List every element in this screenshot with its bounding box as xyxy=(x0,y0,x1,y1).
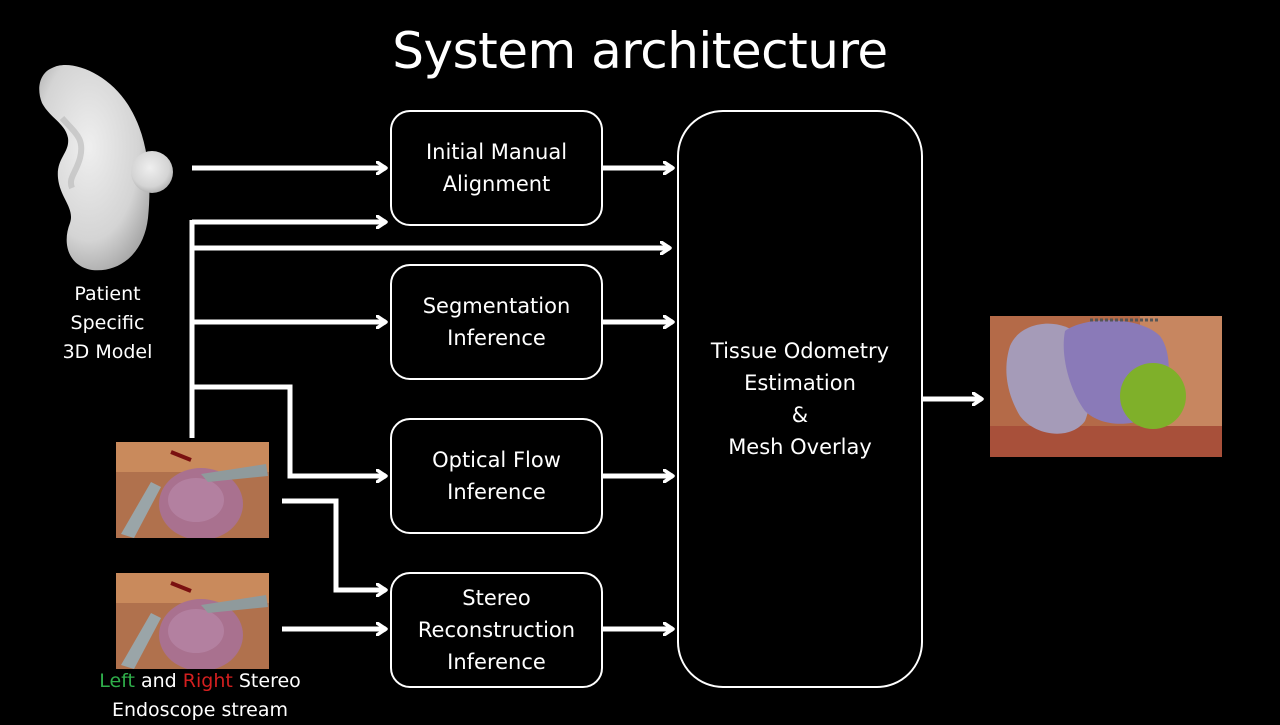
kidney-3d-model-icon xyxy=(39,64,173,271)
segmentation-box: Segmentation Inference xyxy=(390,264,603,380)
stereo-caption: Left and Right Stereo Endoscope stream xyxy=(99,670,301,721)
stereo-box: Stereo Reconstruction Inference xyxy=(390,572,603,688)
arrow-left-to-optical-flow xyxy=(192,384,386,476)
page-title: System architecture xyxy=(392,22,888,80)
left-endoscope-frame xyxy=(116,442,269,538)
right-label: Right xyxy=(182,670,233,692)
output-overlay-frame xyxy=(990,316,1222,457)
model-caption: Patient Specific 3D Model xyxy=(62,283,153,363)
alignment-box: Initial Manual Alignment xyxy=(390,110,603,226)
arrow-left-to-stereo xyxy=(282,498,386,590)
right-endoscope-frame xyxy=(116,573,269,669)
left-label: Left xyxy=(99,670,135,692)
optical-flow-box: Optical Flow Inference xyxy=(390,418,603,534)
core-box: Tissue Odometry Estimation & Mesh Overla… xyxy=(677,110,923,688)
